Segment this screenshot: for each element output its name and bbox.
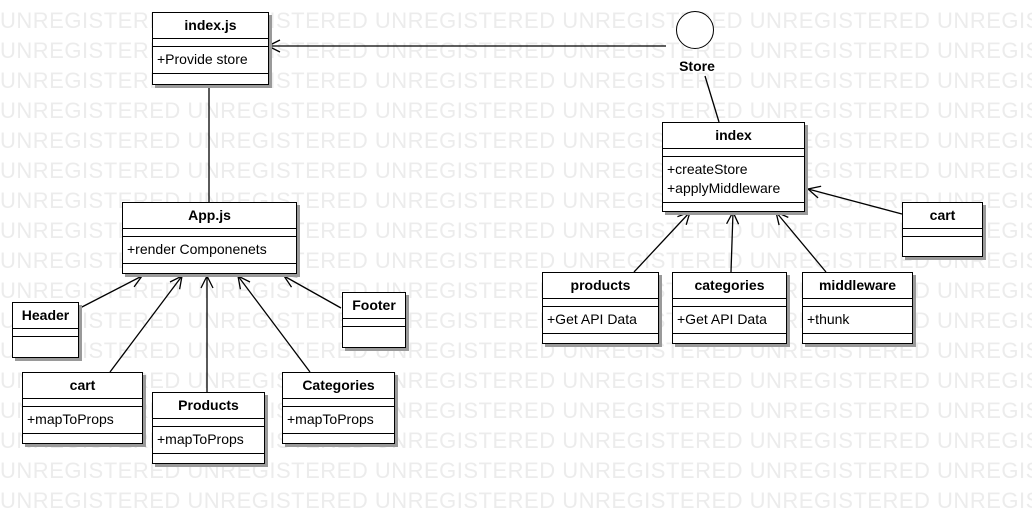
class-name: Products <box>153 393 264 419</box>
class-empty-compartment <box>663 203 804 211</box>
class-footer: Footer <box>342 292 406 348</box>
store-actor-circle <box>676 11 714 49</box>
class-operations-compartment: +Get API Data <box>673 307 786 334</box>
class-attributes-compartment <box>543 299 658 307</box>
class-operation: +createStore <box>667 161 748 177</box>
link-middleware-to-index <box>776 212 827 273</box>
class-operation: +Get API Data <box>547 311 637 327</box>
link-cart-to-index <box>808 189 903 215</box>
class-operation: +thunk <box>807 311 850 327</box>
class-attributes-compartment <box>123 229 296 237</box>
link-cart-to-appjs <box>109 276 182 373</box>
class-name: cart <box>23 373 142 399</box>
class-operations-compartment: +mapToProps <box>153 427 264 454</box>
class-attributes-compartment <box>343 319 405 327</box>
class-operation: +render Componenets <box>127 241 267 257</box>
link-store-to-index <box>704 75 720 123</box>
class-name: index <box>663 123 804 149</box>
class-products-right: products +Get API Data <box>542 272 659 344</box>
class-operation: +Provide store <box>157 51 248 67</box>
class-index-js: index.js +Provide store <box>152 12 269 85</box>
class-categories-left: Categories +mapToProps <box>282 372 395 444</box>
class-attributes-compartment <box>803 299 912 307</box>
class-operation: +mapToProps <box>287 411 374 427</box>
store-actor-label: Store <box>679 58 715 74</box>
class-attributes-compartment <box>13 329 78 337</box>
class-name: cart <box>903 203 982 229</box>
class-attributes-compartment <box>673 299 786 307</box>
class-name: Categories <box>283 373 394 399</box>
class-empty-compartment <box>283 434 394 443</box>
class-empty-compartment <box>123 264 296 273</box>
class-operation: +Get API Data <box>677 311 767 327</box>
class-app-js: App.js +render Componenets <box>122 202 297 274</box>
class-attributes-compartment <box>153 419 264 427</box>
class-empty-compartment <box>23 434 142 443</box>
class-operations-compartment: +Provide store <box>153 47 268 74</box>
link-products-to-index <box>633 212 690 273</box>
class-empty-compartment <box>343 327 405 347</box>
class-empty-compartment <box>13 337 78 357</box>
class-operations-compartment: +thunk <box>803 307 912 334</box>
class-header: Header <box>12 302 79 358</box>
class-products-left: Products +mapToProps <box>152 392 265 464</box>
class-cart-left: cart +mapToProps <box>22 372 143 444</box>
class-operations-compartment: +mapToProps <box>283 407 394 434</box>
class-name: Header <box>13 303 78 329</box>
link-categories-to-index <box>731 212 733 273</box>
class-operation: +mapToProps <box>157 431 244 447</box>
class-operations-compartment: +mapToProps <box>23 407 142 434</box>
link-header-to-appjs <box>79 276 142 309</box>
class-middleware: middleware +thunk <box>802 272 913 344</box>
class-attributes-compartment <box>153 39 268 47</box>
class-empty-compartment <box>903 237 982 256</box>
class-name: App.js <box>123 203 296 229</box>
link-categories-to-appjs <box>238 276 311 373</box>
class-name: products <box>543 273 658 299</box>
class-operation: +applyMiddleware <box>667 180 781 196</box>
class-empty-compartment <box>803 334 912 343</box>
class-operations-compartment: +createStore +applyMiddleware <box>663 157 804 203</box>
class-attributes-compartment <box>903 229 982 237</box>
link-footer-to-appjs <box>284 276 342 309</box>
class-operation: +mapToProps <box>27 411 114 427</box>
class-name: Footer <box>343 293 405 319</box>
class-operations-compartment: +render Componenets <box>123 237 296 264</box>
class-attributes-compartment <box>283 399 394 407</box>
class-empty-compartment <box>153 454 264 463</box>
class-categories-right: categories +Get API Data <box>672 272 787 344</box>
class-operations-compartment: +Get API Data <box>543 307 658 334</box>
class-name: middleware <box>803 273 912 299</box>
class-empty-compartment <box>673 334 786 343</box>
class-name: categories <box>673 273 786 299</box>
class-empty-compartment <box>153 74 268 84</box>
class-empty-compartment <box>543 334 658 343</box>
class-store-index: index +createStore +applyMiddleware <box>662 122 805 212</box>
class-attributes-compartment <box>663 149 804 157</box>
class-cart-right: cart <box>902 202 983 257</box>
class-attributes-compartment <box>23 399 142 407</box>
class-name: index.js <box>153 13 268 39</box>
